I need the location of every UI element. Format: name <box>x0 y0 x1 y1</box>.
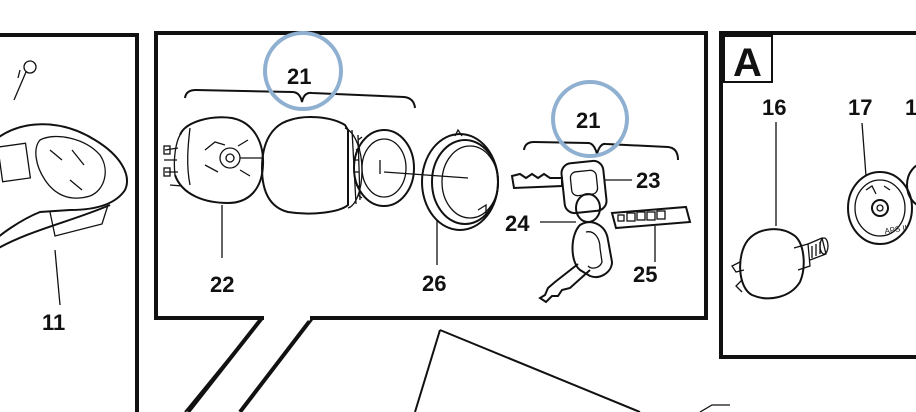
callout-11: 11 <box>42 310 65 335</box>
right-panel-a: A 16 APS II 17 1 <box>719 31 916 359</box>
callout-23: 23 <box>636 168 660 193</box>
panel-letter: A <box>733 41 762 85</box>
callout-21-left: 21 <box>287 64 311 89</box>
screw-part <box>13 60 37 101</box>
callout-26: 26 <box>422 271 446 296</box>
key-tag-part-25 <box>610 205 692 262</box>
knob-part-18 <box>906 164 916 206</box>
callout-17: 17 <box>848 95 872 120</box>
callout-24: 24 <box>505 211 530 236</box>
callout-21-right: 21 <box>576 108 600 133</box>
instrument-cluster-part <box>0 123 128 306</box>
bezel-disc-part-17: APS II <box>847 122 913 245</box>
lock-cylinder-part <box>260 116 469 215</box>
highlight-circle-21-left <box>263 31 343 111</box>
callout-25: 25 <box>633 262 657 287</box>
switch-marking-label: APS II <box>884 223 908 236</box>
spare-key-part <box>538 221 614 304</box>
key-part-23 <box>510 159 632 215</box>
center-panel: 21 21 22 <box>154 31 708 412</box>
callout-22: 22 <box>210 272 234 297</box>
bracket-21-left <box>184 88 416 109</box>
switch-part-16 <box>731 122 829 300</box>
callout-16: 16 <box>762 95 786 120</box>
lower-panel-fragment <box>414 329 730 412</box>
callout-18-partial: 1 <box>905 95 916 120</box>
bezel-ring-part-26 <box>421 128 499 265</box>
highlight-circle-21-right <box>551 80 629 158</box>
left-panel: 11 <box>0 33 139 412</box>
